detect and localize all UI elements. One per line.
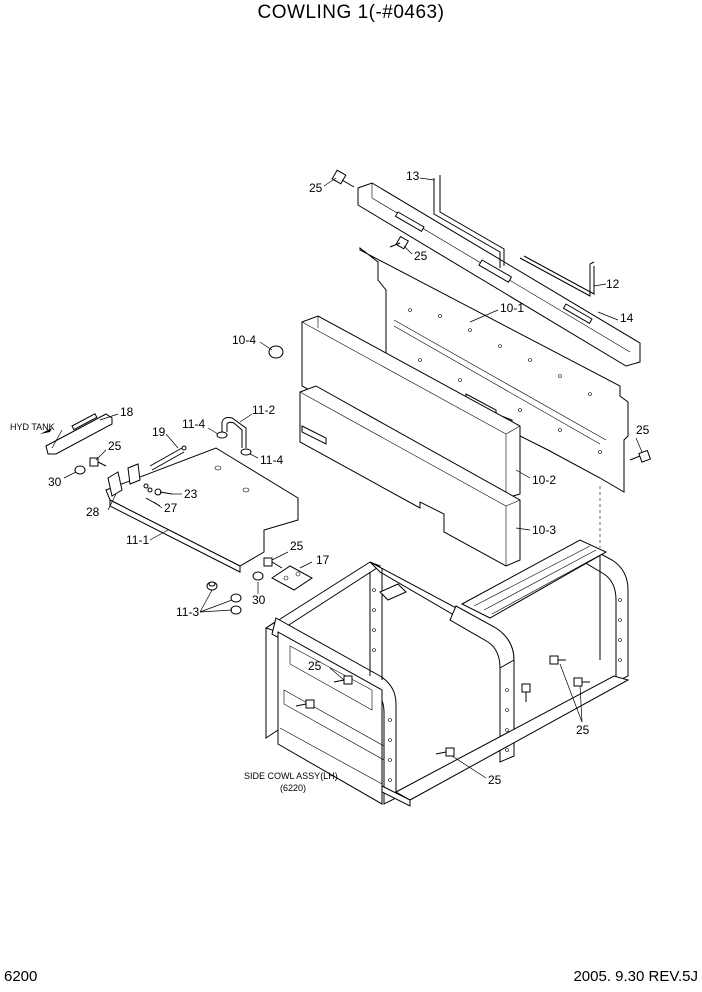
callout-10-4: 10-4 [232,333,256,347]
label-hyd-tank: HYD TANK [10,422,55,432]
callout-11-4-top: 11-4 [182,417,205,431]
callout-25-left: 25 [108,439,122,453]
cap-part-10-4 [268,345,284,359]
bolt-25-plate [263,557,283,569]
callout-25-frame-right: 25 [576,723,590,737]
screw-part-23 [143,483,173,496]
washer-11-4-a [216,431,228,439]
handle-part-11-2 [221,417,247,448]
rod-part-12 [519,255,595,297]
callout-14: 14 [620,311,634,325]
callout-13: 13 [406,169,420,183]
revision-date: 2005. 9.30 REV.5J [573,968,698,985]
foam-pad-part-10-2 [301,315,521,499]
label-side-cowl-assy: SIDE COWL ASSY(LH) [244,771,338,781]
callout-25-middle: 25 [414,249,428,263]
callout-11-1: 11-1 [126,533,149,547]
bolt-25-left [89,457,107,467]
callout-25-plate: 25 [290,539,304,553]
callout-19: 19 [152,425,166,439]
callout-11-4-bottom: 11-4 [260,453,283,467]
page-title: COWLING 1(-#0463) [257,2,445,23]
top-rail-part-14 [357,182,641,367]
callout-23: 23 [184,487,198,501]
bolt-25-right [629,449,652,463]
pin-part-19 [149,445,187,471]
callout-10-3: 10-3 [532,523,556,537]
callout-27: 27 [164,501,178,515]
bracket-part-18 [45,413,113,455]
callout-25-top: 25 [309,181,323,195]
bolts-25-frame [295,655,590,757]
side-cowl-frame [264,486,630,807]
callout-12: 12 [606,277,620,291]
callout-28: 28 [86,505,100,519]
callout-30-plate: 30 [252,593,266,607]
nuts-part-11-3 [206,581,242,615]
leader-lines [51,177,643,779]
callout-25-right: 25 [636,423,650,437]
callout-11-2: 11-2 [252,403,275,417]
latch-part-28 [107,463,141,497]
page-number: 6200 [4,968,38,985]
bolt-25-middle [389,235,410,250]
washer-11-4-b [240,448,252,456]
label-side-cowl-ref: (6220) [280,783,306,793]
callout-10-2: 10-2 [532,473,556,487]
foam-pad-part-10-3 [299,385,521,567]
callout-30-left: 30 [48,475,62,489]
callout-18: 18 [120,405,134,419]
rod-part-13 [433,175,505,268]
callout-25-frame-left: 25 [308,659,322,673]
bolt-25-top [331,169,355,188]
callout-25-frame-bottom: 25 [488,773,502,787]
cover-plate-part-11-1 [105,447,299,573]
callout-11-3: 11-3 [176,605,199,619]
callout-17: 17 [316,553,330,567]
washer-30-left [74,465,86,475]
washer-30-plate [252,571,264,581]
hyd-tank-arrow-icon [40,428,52,434]
callout-labels: 25 13 25 12 10-1 14 10-4 18 HYD TANK 11-… [10,169,650,793]
plate-part-17 [271,565,313,591]
callout-10-1: 10-1 [500,301,524,315]
